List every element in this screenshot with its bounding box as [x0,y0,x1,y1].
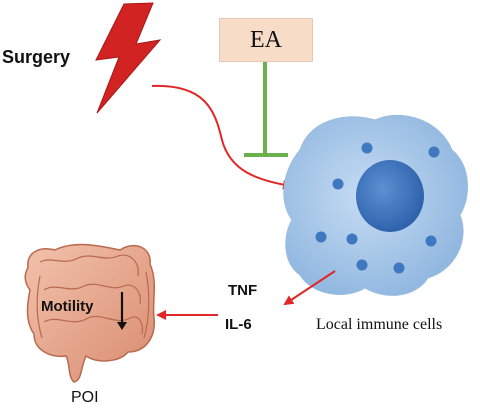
cell-granule [393,262,405,274]
lightning-bolt-icon [95,2,162,114]
ea-box: EA [219,18,313,62]
cell-to-cytokines-arrow [283,270,336,306]
immune-cell-icon [283,114,469,296]
surgery-label: Surgery [2,47,71,67]
cell-granule [428,146,440,158]
cell-granule [361,142,373,154]
ea-inhibition-bar [244,62,288,157]
cell-granule [315,231,327,243]
motility-label: Motility [41,298,94,315]
cell-granule [425,235,437,247]
tnf-label: TNF [228,282,258,299]
local-immune-cells-label: Local immune cells [316,316,443,333]
poi-label: POI [71,389,99,406]
il6-label: IL-6 [225,316,252,333]
cell-granule [356,259,368,271]
cell-granule [346,233,358,245]
surgery-to-cell-arrow [151,84,293,190]
cell-granule [332,178,344,190]
intestine-icon [24,243,156,383]
cell-nucleus [356,160,424,232]
